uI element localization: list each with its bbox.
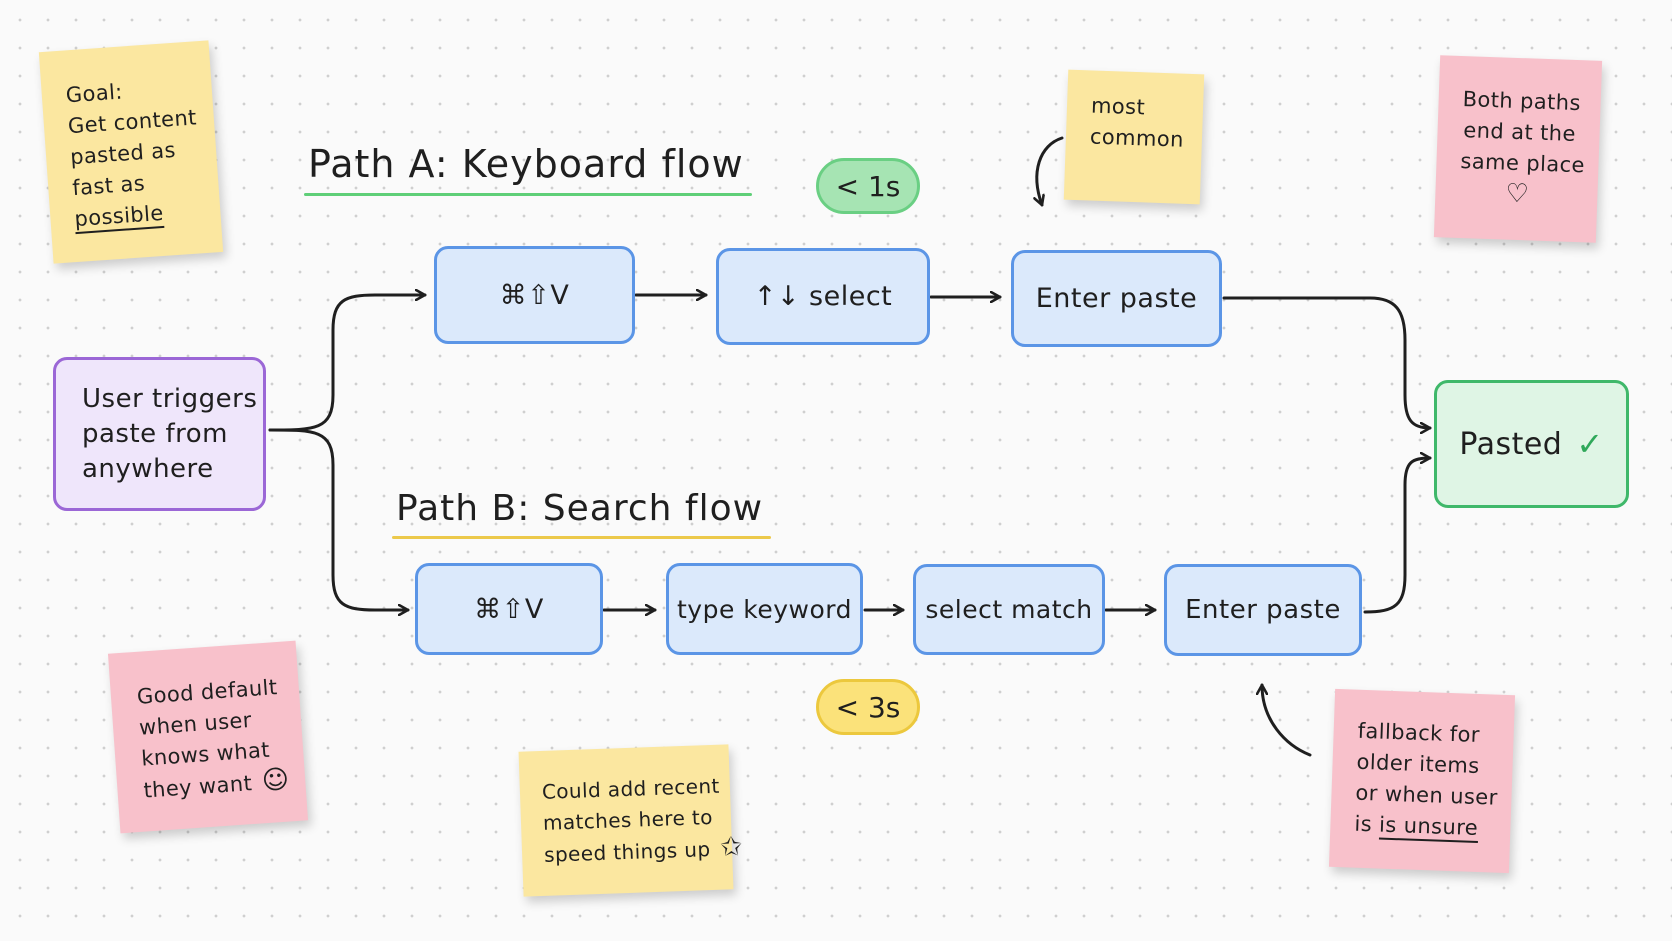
note-line: most [1090,93,1146,120]
start-node-line: anywhere [82,453,214,484]
annotation-arrow-most-common [1037,136,1064,207]
note-line: is is unsure [1354,809,1489,845]
note-underlined-word: possible [73,200,165,235]
connector-start-to-path-a [268,295,427,432]
sticky-note-good-default: Good default when user knows what they w… [107,640,309,834]
path-b-type-node[interactable]: type keyword [666,563,863,655]
path-b-title: Path B: Search flow [392,488,772,539]
note-line: older items [1356,749,1481,778]
start-node[interactable]: User triggers paste from anywhere [53,357,266,511]
paste-label: Enter paste [1035,283,1198,314]
sticky-note-goal: Goal: Get content pasted as fast as poss… [38,40,224,264]
path-b-underline [392,536,772,539]
path-a-time-badge: < 1s [816,158,920,214]
start-node-line: paste from [82,418,228,449]
path-a-underline [304,193,752,196]
path-b-time-badge: < 3s [816,679,920,735]
connector-a-paste-to-end [1222,296,1432,428]
path-a-select-node[interactable]: ↑↓ select [716,248,930,345]
star-icon: ✩ [719,831,744,863]
heart-icon: ♡ [1505,178,1530,210]
path-b-time-text: < 3s [835,690,901,724]
select-label: ↑↓ select [753,281,893,312]
start-node-label: User triggers paste from anywhere [82,382,257,487]
note-line: speed things up ✩ [543,832,743,871]
note-line: end at the [1462,118,1577,147]
note-line: common [1089,124,1185,152]
path-a-title: Path A: Keyboard flow [304,142,752,196]
end-node[interactable]: Pasted ✓ [1434,380,1629,508]
path-a-title-text: Path A: Keyboard flow [308,142,744,186]
note-line: same place [1460,149,1586,178]
path-a-shortcut-node[interactable]: ⌘⇧V [434,246,635,344]
note-line: fallback for [1357,718,1481,747]
type-keyword-label: type keyword [676,594,852,624]
note-line: or when user [1355,780,1499,810]
start-node-line: User triggers [82,383,258,414]
keyboard-shortcut-label: ⌘⇧V [499,279,570,311]
smiley-icon: ☺ [260,764,291,797]
connector-b-paste-to-end [1363,458,1432,614]
note-text: they want [142,771,253,803]
note-line: Both paths [1462,87,1582,116]
note-text: speed things up [543,837,711,867]
connector-start-to-path-b [268,428,410,610]
end-node-label: Pasted [1459,426,1563,462]
paste-label: Enter paste [1185,595,1341,625]
path-b-paste-node[interactable]: Enter paste [1164,564,1362,656]
keyboard-shortcut-label: ⌘⇧V [474,593,544,625]
path-b-title-text: Path B: Search flow [396,488,764,529]
select-match-label: select match [925,595,1093,624]
checkmark-icon: ✓ [1576,425,1604,463]
sticky-note-both-paths: Both paths end at the same place ♡ [1433,55,1603,243]
sticky-note-recent-matches: Could add recent matches here to speed t… [518,744,743,897]
annotation-arrow-fallback [1262,683,1312,757]
note-underlined-word: is unsure [1378,812,1479,843]
sticky-note-fallback: fallback for older items or when user is… [1328,688,1516,874]
sticky-note-most-common: most common [1063,69,1205,205]
path-b-select-node[interactable]: select match [913,564,1105,655]
path-a-paste-node[interactable]: Enter paste [1011,250,1222,347]
path-b-shortcut-node[interactable]: ⌘⇧V [415,563,603,655]
path-a-time-text: < 1s [835,169,901,203]
